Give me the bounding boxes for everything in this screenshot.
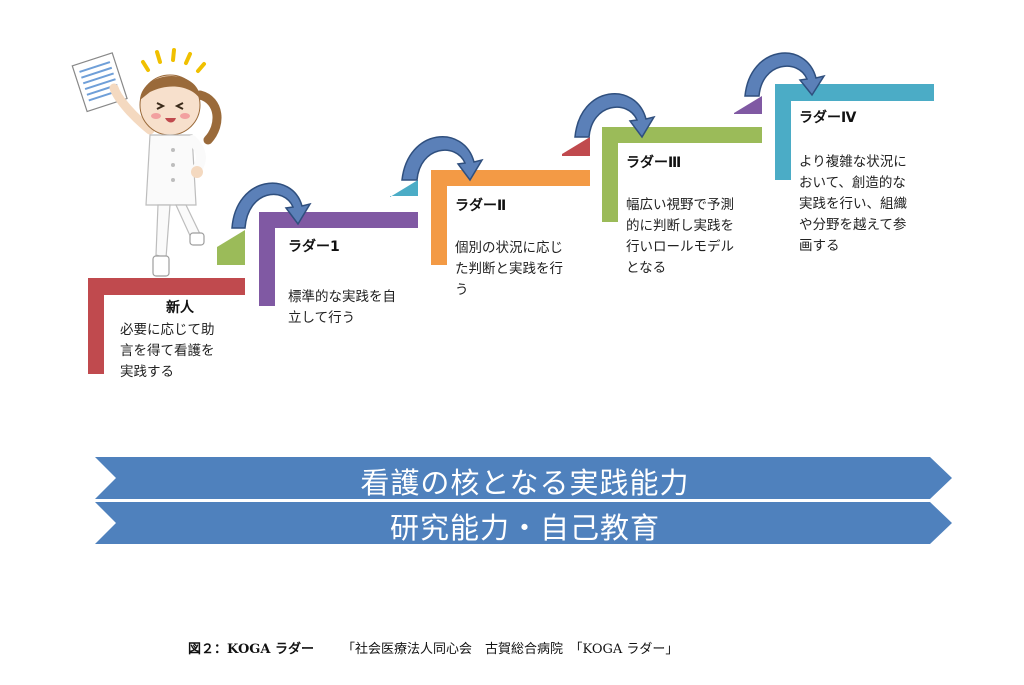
step-2-shape	[390, 170, 590, 265]
step-new-shape	[88, 278, 245, 374]
nurse-illustration	[71, 48, 222, 277]
step-new-desc-line: 必要に応じて助	[120, 322, 215, 338]
banner-core-practice	[95, 457, 952, 499]
figure-caption-source: 「社会医療法人同心会 古賀総合病院 「KOGA ラダー」	[342, 642, 679, 657]
step-1-desc: 標準的な実践を自 立して行う	[288, 287, 396, 329]
banner-research	[95, 502, 952, 544]
step-4-desc-line: 画する	[799, 238, 840, 254]
step-1-title: ラダー1	[288, 239, 340, 255]
curved-arrow-icon	[574, 93, 656, 139]
banner-research-text: 研究能力・自己教育	[389, 511, 660, 545]
banner-core-practice-text: 看護の核となる実践能力	[360, 466, 690, 500]
step-3-desc-line: 的に判断し実践を	[626, 218, 734, 234]
step-4-desc: より複雑な状況に おいて、創造的な 実践を行い、組織 や分野を越えて参 画する	[799, 152, 907, 257]
step-1-desc-line: 立して行う	[288, 310, 356, 326]
step-new-desc-line: 実践する	[120, 364, 174, 380]
figure-caption-label: 図２：KOGA ラダー	[188, 642, 314, 657]
step-1-desc-line: 標準的な実践を自	[288, 289, 396, 305]
step-new-title: 新人	[166, 300, 194, 316]
step-2-title: ラダーⅡ	[455, 198, 507, 214]
step-2-desc-line: 個別の状況に応じ	[455, 240, 563, 256]
step-4-desc-line: より複雑な状況に	[799, 154, 907, 170]
step-4-shape	[734, 84, 934, 180]
step-2-desc: 個別の状況に応じ た判断と実践を行 う	[455, 238, 563, 301]
step-4-desc-line: や分野を越えて参	[799, 217, 907, 233]
step-2-desc-line: た判断と実践を行	[455, 261, 563, 277]
step-3-title: ラダーⅢ	[626, 155, 682, 171]
curved-arrow-icon	[744, 52, 826, 97]
step-3-desc-line: となる	[626, 260, 667, 276]
step-3-desc-line: 行いロールモデル	[626, 239, 734, 255]
step-1-shape	[217, 212, 418, 306]
step-new-desc: 必要に応じて助 言を得て看護を 実践する	[120, 320, 215, 383]
curved-arrow-icon	[401, 136, 484, 182]
step-2-desc-line: う	[455, 282, 469, 298]
step-3-shape	[562, 127, 762, 222]
step-4-desc-line: おいて、創造的な	[799, 175, 906, 191]
step-4-title: ラダーⅣ	[799, 110, 857, 126]
step-3-desc-line: 幅広い視野で予測	[626, 197, 734, 213]
step-new-desc-line: 言を得て看護を	[120, 343, 215, 359]
curved-arrow-icon	[231, 182, 312, 229]
step-4-desc-line: 実践を行い、組織	[799, 196, 907, 212]
step-3-desc: 幅広い視野で予測 的に判断し実践を 行いロールモデル となる	[626, 195, 734, 279]
